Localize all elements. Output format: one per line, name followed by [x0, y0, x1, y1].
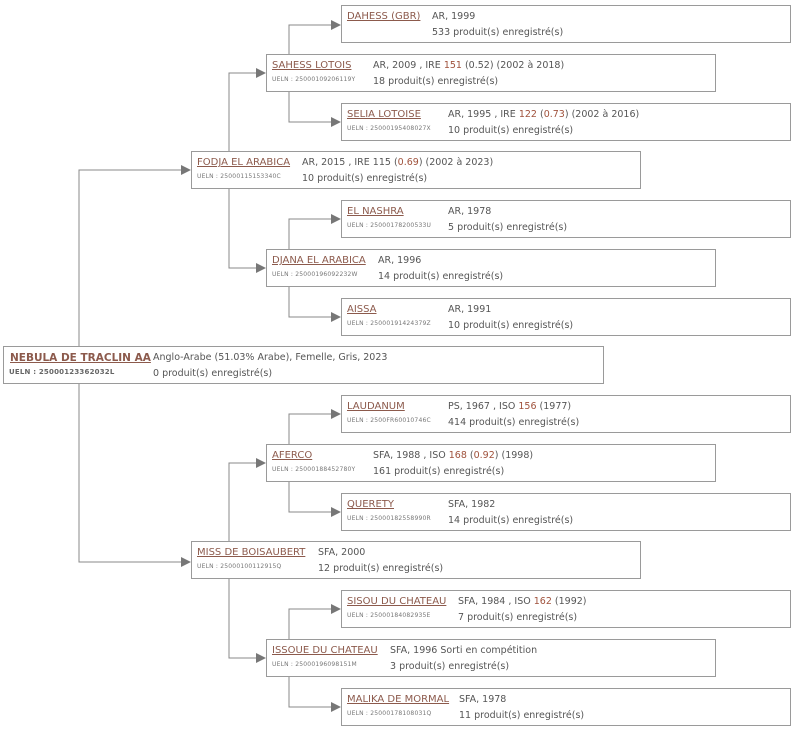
horse-name-link[interactable]: AISSA: [347, 304, 377, 315]
horse-ueln: UELN : 25000115153340C: [197, 173, 281, 180]
horse-name-link[interactable]: MALIKA DE MORMAL: [347, 694, 450, 705]
horse-offspring-count: 0 produit(s) enregistré(s): [153, 368, 273, 379]
horse-ueln: UELN : 25000188452780Y: [272, 466, 356, 473]
horse-name-link[interactable]: DAHESS (GBR): [347, 11, 421, 22]
horse-card-selia-lotoise: SELIA LOTOISE UELN : 25000195408027X AR,…: [341, 103, 791, 141]
horse-info: SFA, 1988 , ISO 168 (0.92) (1998): [373, 450, 534, 461]
horse-offspring-count: 5 produit(s) enregistré(s): [448, 222, 568, 233]
horse-info: AR, 2015 , IRE 115 (0.69) (2002 à 2023): [302, 157, 494, 168]
connector-dd-sire: [288, 604, 341, 639]
horse-card-aferco: AFERCO UELN : 25000188452780Y SFA, 1988 …: [266, 444, 716, 482]
connector-root-sire: [78, 165, 191, 346]
horse-card-dahess: DAHESS (GBR) AR, 1999 533 produit(s) enr…: [341, 5, 791, 43]
horse-card-laudanum: LAUDANUM UELN : 2500FR60010746C PS, 1967…: [341, 395, 791, 433]
horse-offspring-count: 14 produit(s) enregistré(s): [448, 515, 574, 526]
horse-card-root: NEBULA DE TRACLIN AA UELN : 250001233620…: [3, 346, 604, 384]
connector-sire-sire: [228, 68, 266, 151]
connector-dam-sire: [228, 458, 266, 541]
horse-info: AR, 1991: [448, 304, 492, 315]
horse-card-fodja-el-arabica: FODJA EL ARABICA UELN : 25000115153340C …: [191, 151, 641, 189]
horse-name-link[interactable]: EL NASHRA: [347, 206, 404, 217]
horse-offspring-count: 18 produit(s) enregistré(s): [373, 76, 499, 87]
horse-name-link[interactable]: DJANA EL ARABICA: [272, 255, 366, 266]
horse-offspring-count: 3 produit(s) enregistré(s): [390, 661, 510, 672]
horse-ueln: UELN : 2500FR60010746C: [347, 417, 431, 424]
horse-offspring-count: 7 produit(s) enregistré(s): [458, 612, 578, 623]
horse-ueln: UELN : 25000195408027X: [347, 125, 431, 132]
horse-offspring-count: 14 produit(s) enregistré(s): [378, 271, 504, 282]
horse-info: Anglo-Arabe (51.03% Arabe), Femelle, Gri…: [153, 352, 388, 363]
horse-ueln: UELN : 25000196092232W: [272, 271, 358, 278]
horse-name-link[interactable]: FODJA EL ARABICA: [197, 157, 291, 168]
horse-name-link[interactable]: SAHESS LOTOIS: [272, 60, 352, 71]
horse-offspring-count: 10 produit(s) enregistré(s): [302, 173, 428, 184]
connector-ss-dam: [288, 92, 341, 127]
connector-sd-dam: [288, 287, 341, 322]
connector-dam-dam: [228, 579, 266, 663]
horse-ueln: UELN : 25000178200533U: [347, 222, 432, 229]
horse-info: AR, 1978: [448, 206, 492, 217]
horse-offspring-count: 414 produit(s) enregistré(s): [448, 417, 580, 428]
horse-card-sahess-lotois: SAHESS LOTOIS UELN : 25000109206119Y AR,…: [266, 54, 716, 92]
horse-name-link[interactable]: QUERETY: [347, 499, 394, 510]
horse-info: PS, 1967 , ISO 156 (1977): [448, 401, 572, 412]
horse-card-querety: QUERETY UELN : 25000182558990R SFA, 1982…: [341, 493, 791, 531]
horse-name-link[interactable]: MISS DE BOISAUBERT: [197, 547, 306, 558]
connector-sd-sire: [288, 214, 341, 249]
connector-sire-dam: [228, 189, 266, 273]
horse-ueln: UELN : 25000184082935E: [347, 612, 431, 619]
horse-card-el-nashra: EL NASHRA UELN : 25000178200533U AR, 197…: [341, 200, 791, 238]
horse-offspring-count: 12 produit(s) enregistré(s): [318, 563, 444, 574]
horse-info: SFA, 1978: [459, 694, 507, 705]
horse-ueln: UELN : 25000123362032L: [9, 368, 115, 376]
horse-card-miss-de-boisaubert: MISS DE BOISAUBERT UELN : 25000100112915…: [191, 541, 641, 579]
horse-info: SFA, 1984 , ISO 162 (1992): [458, 596, 587, 607]
horse-info: AR, 1995 , IRE 122 (0.73) (2002 à 2016): [448, 109, 640, 120]
horse-name-link[interactable]: SISOU DU CHATEAU: [347, 596, 447, 607]
horse-info: AR, 1996: [378, 255, 422, 266]
horse-offspring-count: 161 produit(s) enregistré(s): [373, 466, 505, 477]
connector-ds-sire: [288, 409, 341, 444]
horse-offspring-count: 533 produit(s) enregistré(s): [432, 27, 564, 38]
horse-ueln: UELN : 25000196098151M: [272, 661, 357, 668]
connector-ds-dam: [288, 482, 341, 517]
horse-info: SFA, 2000: [318, 547, 366, 558]
horse-card-aissa: AISSA UELN : 25000191424379Z AR, 1991 10…: [341, 298, 791, 336]
horse-ueln: UELN : 25000182558990R: [347, 515, 431, 522]
horse-ueln: UELN : 25000191424379Z: [347, 320, 431, 327]
horse-offspring-count: 10 produit(s) enregistré(s): [448, 320, 574, 331]
horse-info: SFA, 1982: [448, 499, 496, 510]
horse-ueln: UELN : 25000178108031Q: [347, 710, 432, 717]
horse-card-issoue-du-chateau: ISSOUE DU CHATEAU UELN : 25000196098151M…: [266, 639, 716, 677]
horse-ueln: UELN : 25000100112915Q: [197, 563, 282, 570]
horse-name-link[interactable]: LAUDANUM: [347, 401, 405, 412]
horse-info: AR, 2009 , IRE 151 (0.52) (2002 à 2018): [373, 60, 565, 71]
horse-info: AR, 1999: [432, 11, 476, 22]
horse-name-link[interactable]: ISSOUE DU CHATEAU: [272, 645, 378, 656]
horse-info: SFA, 1996 Sorti en compétition: [390, 645, 538, 656]
horse-card-sisou-du-chateau: SISOU DU CHATEAU UELN : 25000184082935E …: [341, 590, 791, 628]
horse-card-malika-de-mormal: MALIKA DE MORMAL UELN : 25000178108031Q …: [341, 688, 791, 726]
root-horse-name-link[interactable]: NEBULA DE TRACLIN AA: [10, 352, 151, 364]
horse-name-link[interactable]: SELIA LOTOISE: [347, 109, 421, 120]
horse-ueln: UELN : 25000109206119Y: [272, 76, 356, 83]
horse-offspring-count: 11 produit(s) enregistré(s): [459, 710, 585, 721]
connector-ss-sire: [288, 20, 341, 54]
connector-root-dam: [78, 383, 191, 567]
horse-card-djana-el-arabica: DJANA EL ARABICA UELN : 25000196092232W …: [266, 249, 716, 287]
horse-offspring-count: 10 produit(s) enregistré(s): [448, 125, 574, 136]
connector-dd-dam: [288, 677, 341, 712]
horse-name-link[interactable]: AFERCO: [272, 450, 313, 461]
